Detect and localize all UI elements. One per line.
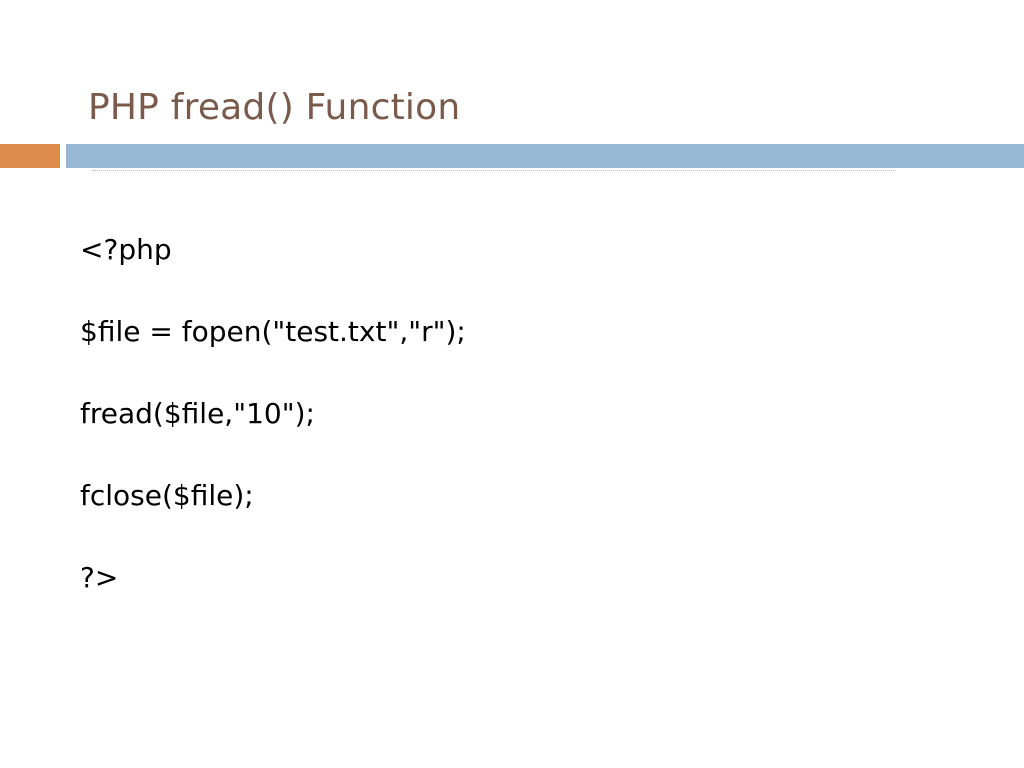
code-line-fclose: fclose($file); [80, 479, 254, 512]
dotted-divider [92, 170, 896, 171]
code-line-close-tag: ?> [80, 561, 119, 594]
slide-title: PHP fread() Function [88, 87, 461, 128]
blue-title-bar [66, 144, 1024, 168]
code-line-open-tag: <?php [80, 233, 172, 266]
code-block: <?php $file = fopen("test.txt","r"); fre… [80, 232, 960, 642]
orange-accent-bar [0, 144, 60, 168]
code-line-fread: fread($file,"10"); [80, 397, 315, 430]
code-line-fopen: $file = fopen("test.txt","r"); [80, 315, 466, 348]
